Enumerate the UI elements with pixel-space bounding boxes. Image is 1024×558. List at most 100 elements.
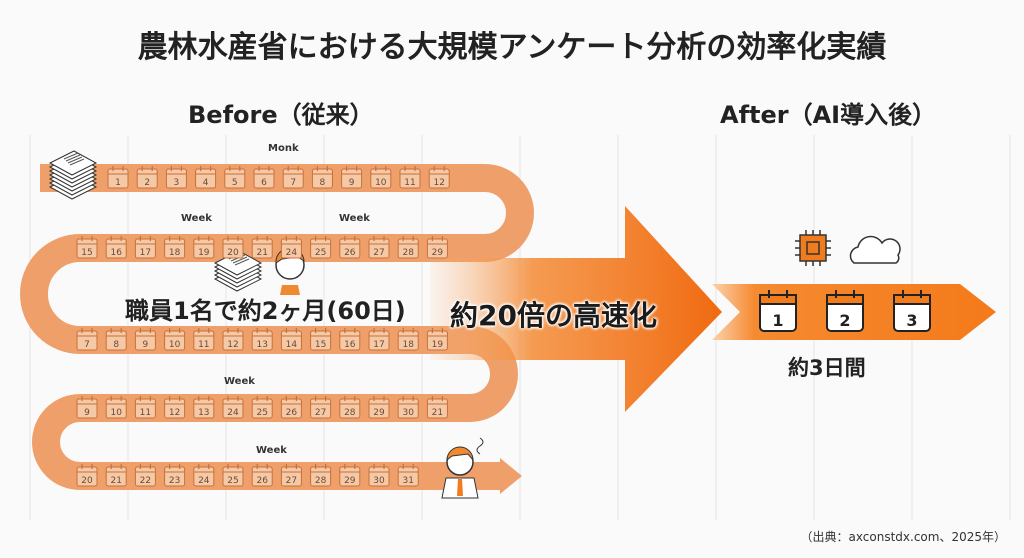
- row-label: Week: [181, 213, 212, 224]
- calendar-day-number: 21: [432, 408, 443, 418]
- calendar-day-number: 26: [256, 476, 268, 486]
- calendar-day-number: 24: [286, 248, 298, 258]
- calendar-day: 9: [341, 166, 363, 189]
- calendar-day: 11: [134, 396, 156, 419]
- calendar-day-number: 18: [402, 340, 414, 350]
- calendar-day-number: 11: [404, 178, 415, 188]
- calendar-day: 30: [368, 464, 390, 487]
- calendar-day: 24: [222, 396, 244, 419]
- calendar-day-number: 20: [81, 476, 93, 486]
- calendar-day-number: 27: [315, 408, 326, 418]
- calendar-day: 28: [397, 236, 419, 259]
- calendar-day-number: 26: [286, 408, 298, 418]
- calendar-icon: 1: [759, 290, 797, 332]
- calendar-day-number: 24: [198, 476, 210, 486]
- page-title: 農林水産省における大規模アンケート分析の効率化実績: [137, 30, 887, 65]
- calendar-day-number: 10: [169, 340, 181, 350]
- calendar-day: 15: [310, 328, 332, 351]
- calendar-day-number: 13: [256, 340, 267, 350]
- calendar-day-number: 2: [144, 178, 150, 188]
- calendar-day: 25: [310, 236, 332, 259]
- calendar-day-number: 29: [432, 248, 444, 258]
- calendar-day-number: 3: [906, 311, 917, 330]
- calendar-day: 26: [251, 464, 273, 487]
- calendar-day-number: 29: [373, 408, 385, 418]
- calendar-day: 20: [222, 236, 244, 259]
- calendar-day: 12: [428, 166, 450, 189]
- calendar-day-number: 28: [402, 248, 414, 258]
- calendar-day: 31: [397, 464, 419, 487]
- row-label: Week: [256, 445, 287, 456]
- calendar-day-number: 25: [315, 248, 326, 258]
- calendar-day: 22: [134, 464, 156, 487]
- calendar-day-number: 12: [227, 340, 238, 350]
- calendar-day: 16: [105, 236, 127, 259]
- calendar-day-number: 15: [315, 340, 326, 350]
- calendar-day-number: 3: [174, 178, 180, 188]
- after-summary: 約3日間: [788, 356, 866, 380]
- calendar-day-number: 18: [169, 248, 181, 258]
- calendar-day-number: 9: [143, 340, 149, 350]
- calendar-day: 9: [76, 396, 98, 419]
- calendar-day: 29: [339, 464, 361, 487]
- calendar-day-number: 10: [375, 178, 387, 188]
- calendar-day-number: 4: [203, 178, 209, 188]
- row-label: Monk: [268, 143, 299, 154]
- calendar-day-number: 8: [113, 340, 119, 350]
- calendar-day-number: 10: [110, 408, 122, 418]
- calendar-day: 17: [368, 328, 390, 351]
- calendar-day-number: 20: [227, 248, 239, 258]
- calendar-day-number: 16: [110, 248, 122, 258]
- calendar-day: 9: [134, 328, 156, 351]
- calendar-day: 19: [426, 328, 448, 351]
- calendar-day-number: 15: [81, 248, 92, 258]
- calendar-day: 8: [105, 328, 127, 351]
- calendar-day-number: 21: [256, 248, 267, 258]
- calendar-icon: 3: [893, 290, 931, 332]
- calendar-day-number: 14: [286, 340, 298, 350]
- calendar-day: 27: [310, 396, 332, 419]
- calendar-day: 24: [280, 236, 302, 259]
- before-heading: Before（従来）: [188, 101, 374, 129]
- calendar-day-number: 22: [140, 476, 151, 486]
- calendar-day-number: 8: [320, 178, 326, 188]
- calendar-day-number: 12: [169, 408, 180, 418]
- calendar-day: 21: [426, 396, 448, 419]
- calendar-day-number: 27: [373, 248, 384, 258]
- calendar-day-number: 29: [344, 476, 356, 486]
- calendar-day: 10: [370, 166, 392, 189]
- calendar-day: 18: [397, 328, 419, 351]
- calendar-day-number: 27: [286, 476, 297, 486]
- paper-stack-icon: [213, 250, 263, 292]
- calendar-day-number: 11: [140, 408, 151, 418]
- calendar-day: 29: [426, 236, 448, 259]
- calendar-day: 25: [222, 464, 244, 487]
- calendar-day: 12: [222, 328, 244, 351]
- calendar-day: 11: [399, 166, 421, 189]
- calendar-day: 28: [339, 396, 361, 419]
- calendar-day-number: 19: [198, 248, 210, 258]
- after-heading: After（AI導入後）: [720, 101, 937, 129]
- calendar-day: 5: [224, 166, 246, 189]
- calendar-day: 7: [76, 328, 98, 351]
- calendar-day-number: 16: [344, 340, 356, 350]
- calendar-day-number: 12: [433, 178, 444, 188]
- calendar-day: 23: [164, 464, 186, 487]
- calendar-day-number: 9: [349, 178, 355, 188]
- calendar-day: 24: [193, 464, 215, 487]
- calendar-day-number: 7: [290, 178, 296, 188]
- calendar-day: 30: [397, 396, 419, 419]
- speedup-arrow: [430, 206, 722, 412]
- calendar-day: 18: [164, 236, 186, 259]
- calendar-day-number: 11: [198, 340, 209, 350]
- road-arrowhead: [500, 458, 522, 494]
- calendar-day-number: 28: [344, 408, 356, 418]
- calendar-day: 21: [251, 236, 273, 259]
- calendar-day: 29: [368, 396, 390, 419]
- calendar-day-number: 28: [315, 476, 327, 486]
- calendar-day-number: 26: [344, 248, 356, 258]
- calendar-day-number: 1: [772, 311, 783, 330]
- calendar-day: 14: [280, 328, 302, 351]
- calendar-day: 12: [164, 396, 186, 419]
